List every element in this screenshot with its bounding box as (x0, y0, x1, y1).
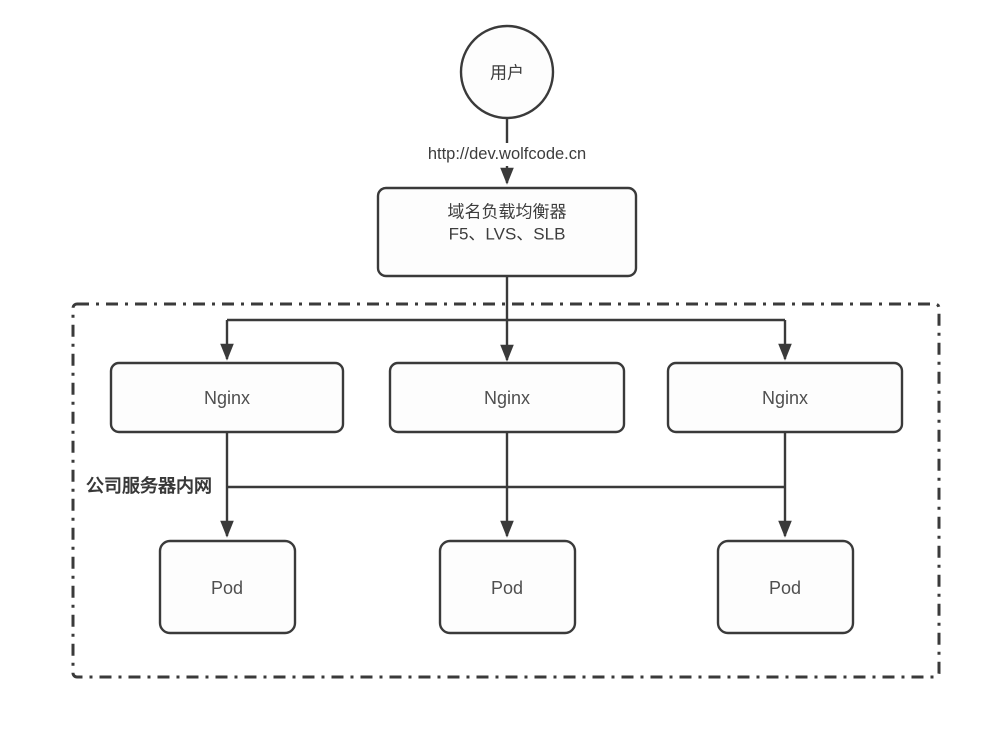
nginx-2-shape (388, 361, 626, 434)
load-balancer-subtitle: F5、LVS、SLB (449, 225, 566, 244)
pod-node-2: Pod (438, 539, 577, 635)
nginx-3-shape (666, 361, 904, 434)
pod-2-shape (438, 539, 577, 635)
nginx-node-2: Nginx (388, 361, 626, 434)
nginx-node-3: Nginx (666, 361, 904, 434)
intranet-label: 公司服务器内网 (86, 475, 212, 496)
load-balancer-title: 域名负载均衡器 (448, 203, 567, 222)
user-node-label: 用户 (490, 64, 524, 83)
pod-3-label: Pod (769, 578, 801, 598)
pod-node-3: Pod (716, 539, 855, 635)
nginx-2-label: Nginx (484, 388, 530, 408)
nginx-3-label: Nginx (762, 388, 808, 408)
nginx-1-shape (109, 361, 345, 434)
pod-1-shape (158, 539, 297, 635)
user-node: 用户 (459, 24, 555, 120)
pod-node-1: Pod (158, 539, 297, 635)
user-node-shape (459, 24, 555, 120)
pod-3-shape (716, 539, 855, 635)
load-balancer-shape (376, 186, 638, 278)
nginx-node-1: Nginx (109, 361, 345, 434)
pod-2-label: Pod (491, 578, 523, 598)
load-balancer-node: 域名负载均衡器 F5、LVS、SLB (376, 186, 638, 278)
intranet-boundary (71, 302, 941, 679)
pod-1-label: Pod (211, 578, 243, 598)
request-url-label: http://dev.wolfcode.cn (428, 145, 586, 163)
nginx-1-label: Nginx (204, 388, 250, 408)
